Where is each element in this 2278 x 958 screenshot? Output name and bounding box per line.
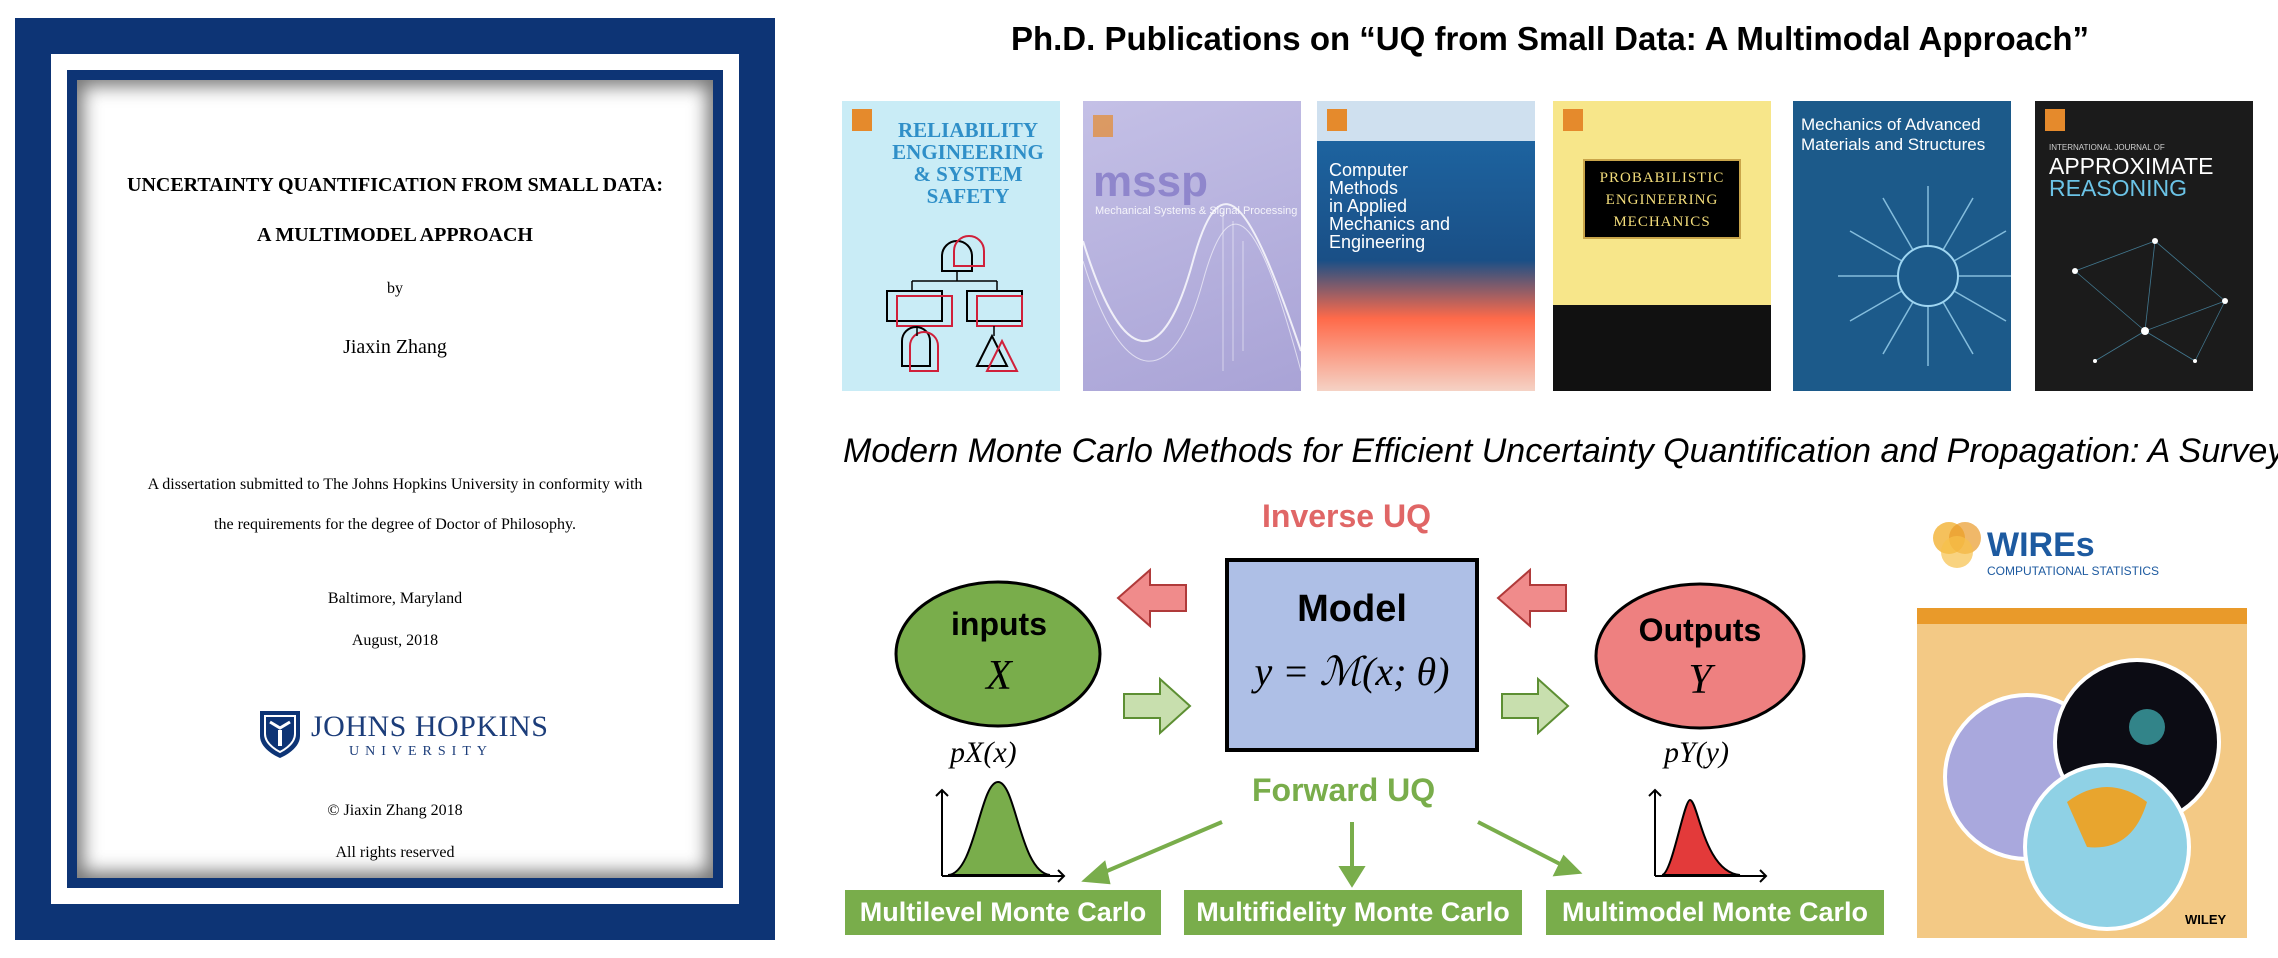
dissertation-border: UNCERTAINTY QUANTIFICATION FROM SMALL DA…	[51, 54, 739, 904]
journal-title-line: APPROXIMATE	[2049, 153, 2214, 179]
journal-title-line: Mechanics of Advanced	[1801, 115, 1981, 134]
inputs-symbol: X	[986, 653, 1012, 699]
dissertation-statement-line2: the requirements for the degree of Docto…	[214, 516, 576, 533]
multilevel-mc-box: Multilevel Monte Carlo	[845, 890, 1161, 935]
journal-title-line: ENGINEERING	[892, 140, 1044, 164]
survey-title: Modern Monte Carlo Methods for Efficient…	[843, 432, 2278, 470]
dissertation-cover: UNCERTAINTY QUANTIFICATION FROM SMALL DA…	[15, 18, 775, 940]
input-pdf-label: pX(x)	[950, 736, 1017, 769]
ress-diagram-icon	[886, 235, 1023, 372]
dissertation-copyright: © Jiaxin Zhang 2018	[327, 802, 463, 819]
forward-uq-label: Forward UQ	[1252, 772, 1436, 808]
dissertation-author: Jiaxin Zhang	[343, 336, 447, 358]
jhu-logo: JOHNS HOPKINS UNIVERSITY	[257, 708, 557, 764]
jhu-name: JOHNS HOPKINS	[311, 710, 549, 743]
model-equation: y = ℳ(x; θ)	[1254, 649, 1450, 694]
journal-title-line: MECHANICS	[1613, 214, 1711, 230]
journal-title-line: SAFETY	[926, 184, 1010, 208]
journal-title-line: Mechanics and	[1329, 214, 1451, 234]
multimodel-mc-box: Multimodel Monte Carlo	[1546, 890, 1884, 935]
inverse-uq-label: Inverse UQ	[1262, 498, 1431, 534]
wires-subtitle: COMPUTATIONAL STATISTICS	[1987, 564, 2160, 578]
dissertation-by: by	[387, 280, 403, 297]
inputs-node	[894, 580, 1102, 728]
wires-venn-icon	[1943, 658, 2221, 931]
elsevier-logo-icon	[2045, 109, 2065, 131]
journal-cover-cmame[interactable]: Computer Methods in Applied Mechanics an…	[1317, 101, 1535, 391]
mssp-wave-icon	[1083, 203, 1301, 372]
dissertation-page: UNCERTAINTY QUANTIFICATION FROM SMALL DA…	[77, 80, 713, 878]
journal-cover-pem[interactable]: PROBABILISTIC ENGINEERING MECHANICS	[1553, 101, 1771, 391]
outputs-symbol: Y	[1688, 657, 1712, 703]
journal-title-line: ENGINEERING	[1605, 192, 1719, 208]
wires-logo-icon	[1933, 522, 1981, 568]
journal-subtitle: Mechanical Systems & Signal Processing	[1095, 205, 1298, 217]
mams-radial-icon	[1838, 186, 2011, 366]
journal-title-line: INTERNATIONAL JOURNAL OF	[2049, 143, 2165, 152]
elsevier-logo-icon	[1563, 109, 1583, 131]
journal-title-line: Computer	[1329, 160, 1409, 180]
model-node	[1225, 558, 1479, 752]
publications-heading: Ph.D. Publications on “UQ from Small Dat…	[1010, 20, 2090, 57]
inputs-label: inputs	[951, 606, 1047, 642]
journal-title-line: Methods	[1329, 178, 1399, 198]
inverse-arrow-right	[1496, 567, 1567, 629]
dissertation-statement-line1: A dissertation submitted to The Johns Ho…	[147, 476, 643, 493]
journal-title-line: Materials and Structures	[1801, 135, 1986, 154]
dissertation-title-line2: A MULTIMODEL APPROACH	[257, 224, 533, 246]
inverse-arrow-left	[1116, 567, 1187, 629]
dissertation-rights: All rights reserved	[335, 844, 455, 861]
wires-title: WIREs	[1987, 526, 2095, 564]
jhu-sub: UNIVERSITY	[349, 744, 493, 759]
dissertation-title-line1: UNCERTAINTY QUANTIFICATION FROM SMALL DA…	[127, 174, 663, 196]
journal-title-line: RELIABILITY	[897, 118, 1039, 142]
model-label: Model	[1297, 588, 1407, 630]
method-arrows	[1081, 820, 1583, 888]
ijar-network-icon	[2072, 238, 2228, 363]
journal-cover-mssp[interactable]: mssp Mechanical Systems & Signal Process…	[1083, 101, 1301, 391]
dissertation-date: August, 2018	[351, 632, 439, 649]
journal-title-line: Engineering	[1329, 232, 1426, 252]
dissertation-place: Baltimore, Maryland	[327, 590, 463, 607]
input-pdf-plot	[935, 780, 1066, 883]
output-pdf-label: pY(y)	[1664, 736, 1729, 769]
journal-cover-wires[interactable]: WIREs COMPUTATIONAL STATISTICS WILEY	[1917, 512, 2247, 938]
dissertation-inner-border: UNCERTAINTY QUANTIFICATION FROM SMALL DA…	[67, 70, 723, 888]
journal-title-line: PROBABILISTIC	[1599, 170, 1725, 186]
journal-cover-mams[interactable]: Mechanics of Advanced Materials and Stru…	[1793, 101, 2011, 391]
journal-title-line: & SYSTEM	[913, 162, 1023, 186]
pem-title-box: PROBABILISTIC ENGINEERING MECHANICS	[1583, 159, 1741, 239]
journal-title-line: mssp	[1093, 157, 1208, 206]
elsevier-logo-icon	[852, 109, 872, 131]
wires-publisher: WILEY	[2185, 912, 2227, 927]
journal-cover-ijar[interactable]: INTERNATIONAL JOURNAL OF APPROXIMATE REA…	[2035, 101, 2253, 391]
forward-arrow-right	[1501, 676, 1570, 736]
outputs-label: Outputs	[1638, 612, 1762, 648]
outputs-node	[1594, 582, 1806, 730]
forward-arrow-left	[1123, 676, 1192, 736]
jhu-shield-icon	[260, 711, 300, 758]
elsevier-logo-icon	[1093, 115, 1113, 137]
journal-title-line: in Applied	[1329, 196, 1408, 216]
output-pdf-plot	[1648, 788, 1768, 883]
multifidelity-mc-box: Multifidelity Monte Carlo	[1184, 890, 1522, 935]
journal-title-line: REASONING	[2049, 175, 2188, 201]
elsevier-logo-icon	[1327, 109, 1347, 131]
journal-cover-ress[interactable]: RELIABILITY ENGINEERING & SYSTEM SAFETY	[842, 101, 1060, 391]
